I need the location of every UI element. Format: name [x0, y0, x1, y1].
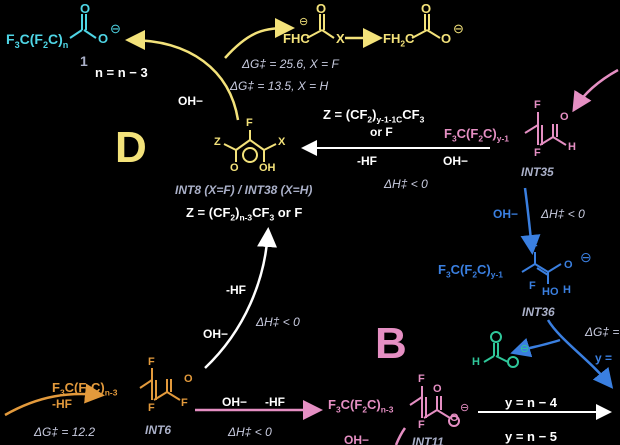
right-edge-y: y = — [595, 351, 613, 365]
arrow-pink-top — [572, 68, 619, 113]
int35-bonds — [524, 112, 567, 146]
dh-top: ΔH‡ < 0 — [384, 177, 428, 191]
formate-minus: ⊖ — [520, 343, 530, 355]
arrow-int35-to-int36 — [520, 187, 541, 255]
int11-formula: F3C(F2C)n-3 — [328, 397, 394, 415]
blue-dh: ΔH‡ < 0 — [541, 207, 585, 221]
int35-o: O — [560, 111, 569, 123]
mid-dh: ΔH‡ < 0 — [228, 425, 272, 439]
formate-h: H — [472, 356, 480, 368]
top-product-oxygen: O — [421, 1, 432, 16]
top-reactant-oxygen: O — [316, 1, 327, 16]
formate-bonds — [483, 331, 519, 368]
int36-ho: HO — [542, 286, 559, 298]
int6-bonds — [139, 368, 181, 401]
int8-label: INT8 (X=F) / INT38 (X=H) — [175, 183, 313, 197]
vertical-oh: OH− — [203, 327, 229, 341]
int36-o: O — [564, 259, 573, 271]
int6-label: INT6 — [145, 423, 172, 437]
int6-f-top: F — [148, 356, 155, 368]
int35-formula: F3C(F2C)y-1 — [444, 126, 509, 144]
int11-o: O — [433, 383, 442, 395]
compound1-oxygen: O — [80, 1, 91, 16]
int35-f-top: F — [534, 99, 541, 111]
vertical-dh: ΔH‡ < 0 — [256, 315, 300, 329]
dg-top-line2: ΔG‡ = 13.5, X = H — [230, 79, 329, 93]
int6-formula: F3C(F2C)n-3 — [52, 380, 118, 398]
int11-minus: ⊖ — [460, 402, 470, 414]
int36-label: INT36 — [522, 305, 555, 319]
left-hf: -HF — [52, 397, 72, 411]
blue-oh: OH− — [493, 207, 519, 221]
top-reactant-minus: ⊖ — [299, 16, 309, 28]
int36-f-top: F — [531, 240, 538, 252]
n-update: n = n − 3 — [95, 65, 148, 80]
arrow-int6-to-int8 — [204, 227, 278, 369]
dg-top-line1: ΔG‡ = 25.6, X = F — [242, 57, 339, 71]
int11-o2: O — [450, 412, 459, 424]
y-rule-1: y = n − 4 — [505, 395, 558, 410]
int6-f-right: F — [181, 397, 188, 409]
section-d: D — [115, 123, 147, 172]
vertical-hf: -HF — [226, 283, 246, 297]
int8-oh: OH — [259, 162, 276, 174]
top-reactant: FHC — [283, 31, 310, 46]
int6-f-bottom: F — [148, 402, 155, 414]
int11-bonds — [409, 386, 460, 427]
compound1-oxygen2: O — [98, 31, 109, 46]
hf-top: -HF — [357, 154, 377, 168]
compound1-label: 1 — [80, 53, 88, 69]
arrow-orange-in — [4, 383, 105, 417]
section-b: B — [375, 319, 407, 368]
top-product-oxygen2: O — [441, 31, 452, 46]
right-edge-dg: ΔG‡ = — [585, 325, 620, 339]
arrow-to-fhc — [224, 18, 295, 59]
int8-z: Z — [214, 136, 221, 148]
oh-left: OH− — [178, 94, 204, 108]
int36-formula: F3C(F2C)y-1 — [438, 262, 503, 280]
int36-bonds — [521, 252, 562, 284]
z-def-top-line1: Z = (CF2)y-1-1CCF3 — [323, 107, 425, 125]
int8-o: O — [230, 162, 239, 174]
oh-top: OH− — [443, 154, 469, 168]
top-reactant-x: X — [336, 31, 345, 46]
arrow-int8-to-1 — [125, 30, 240, 121]
arrow-pink-bottom — [394, 427, 407, 445]
int8-bonds — [223, 130, 277, 163]
y-rule-2: y = n − 5 — [505, 429, 558, 444]
int11-label: INT11 — [412, 435, 444, 445]
int36-h: H — [563, 284, 571, 296]
int11-f-top: F — [418, 373, 425, 385]
z-def-center: Z = (CF2)n-3CF3 or F — [186, 205, 303, 223]
int8-f: F — [246, 117, 253, 129]
int36-f-bottom: F — [529, 280, 536, 292]
top-product: FH2C — [383, 31, 415, 49]
left-dg: ΔG‡ = 12.2 — [34, 425, 96, 439]
mid-hf: -HF — [265, 395, 285, 409]
compound1-bonds — [69, 14, 97, 39]
arrow-branch-formate — [510, 338, 561, 358]
mid-oh: OH− — [222, 395, 248, 409]
int35-h: H — [568, 141, 576, 153]
top-product-minus: ⊖ — [453, 21, 464, 36]
top-bonds — [306, 14, 441, 39]
compound1-minus: ⊖ — [110, 21, 121, 36]
int36-minus: ⊖ — [580, 249, 592, 265]
int35-label: INT35 — [521, 165, 554, 179]
arrow-int36-to-formate — [546, 319, 614, 389]
int11-f-bottom: F — [418, 419, 425, 431]
compound1-formula: F3C(F2C)n — [6, 31, 69, 50]
int11-oh: OH− — [344, 433, 370, 445]
int6-o: O — [184, 373, 193, 385]
z-def-top-line2: or F — [370, 125, 393, 139]
int8-x: X — [278, 136, 286, 148]
int35-f-bottom: F — [534, 147, 541, 159]
